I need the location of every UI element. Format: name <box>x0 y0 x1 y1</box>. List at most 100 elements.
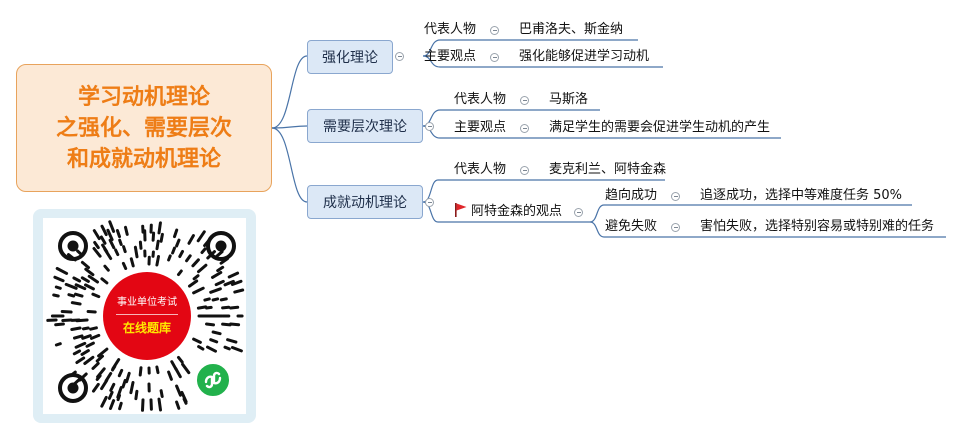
qr-code-stroke <box>211 297 220 302</box>
qr-code-stroke <box>175 238 181 248</box>
row-value[interactable]: 马斯洛 <box>549 92 589 107</box>
qr-code-stroke <box>138 240 143 250</box>
qr-code-stroke <box>178 250 184 258</box>
qr-code-stroke <box>99 235 107 245</box>
qr-code-stroke <box>134 389 139 401</box>
branch-reinforcement-theory[interactable]: 强化理论 <box>307 40 393 74</box>
row-value[interactable]: 追逐成功，选择中等难度任务 50% <box>700 188 903 203</box>
qr-code-stroke <box>91 292 101 299</box>
row-key[interactable]: 代表人物 <box>424 22 477 37</box>
qr-code-stroke <box>106 228 114 242</box>
qr-code-stroke <box>114 248 120 257</box>
qr-code-stroke <box>80 276 90 283</box>
qr-code-stroke <box>60 310 73 314</box>
qr-code-stroke <box>107 390 114 400</box>
branch-hierarchy-of-needs[interactable]: 需要层次理论 <box>307 109 423 143</box>
row-key[interactable]: 趋向成功 <box>605 188 658 203</box>
qr-code-card[interactable]: 事业单位考试 在线题库 <box>33 209 256 423</box>
branch-achievement-motivation[interactable]: 成就动机理论 <box>307 185 423 219</box>
qr-code-stroke <box>155 239 160 251</box>
qr-code-stroke <box>74 283 87 291</box>
row-key[interactable]: 代表人物 <box>454 92 507 107</box>
row-value[interactable]: 满足学生的需要会促进学生动机的产生 <box>549 120 771 135</box>
collapse-icon[interactable] <box>671 192 680 201</box>
collapse-icon[interactable] <box>425 198 434 207</box>
qr-code-stroke <box>205 305 213 310</box>
qr-center-badge: 事业单位考试 在线题库 <box>103 272 191 360</box>
qr-code-stroke <box>167 370 173 381</box>
collapse-icon[interactable] <box>490 53 499 62</box>
qr-code-stroke <box>61 318 73 322</box>
qr-code-stroke <box>205 322 215 327</box>
qr-code-stroke <box>70 326 82 331</box>
row-value[interactable]: 害怕失败，选择特别容易或特别难的任务 <box>700 219 935 234</box>
collapse-icon[interactable] <box>671 223 680 232</box>
qr-code-stroke <box>54 285 62 290</box>
qr-code-stroke <box>73 334 84 340</box>
qr-code-stroke <box>233 288 245 294</box>
qr-code-stroke <box>55 267 69 275</box>
central-topic-line: 之强化、需要层次 <box>55 115 232 141</box>
qr-code-stroke <box>109 382 116 392</box>
row-value[interactable]: 强化能够促进学习动机 <box>519 49 650 64</box>
qr-code-stroke <box>157 397 162 412</box>
qr-code-stroke <box>129 257 135 268</box>
qr-code-stroke <box>87 274 99 284</box>
qr-code-stroke <box>216 265 225 273</box>
qr-center-line1: 事业单位考试 <box>117 296 177 308</box>
collapse-icon[interactable] <box>520 96 529 105</box>
qr-center-line2: 在线题库 <box>122 320 171 335</box>
central-topic[interactable]: 学习动机理论 之强化、需要层次 和成就动机理论 <box>16 64 272 192</box>
central-topic-line: 和成就动机理论 <box>66 146 221 172</box>
qr-code-stroke <box>175 400 181 410</box>
qr-code-stroke <box>115 229 121 239</box>
qr-code-stroke <box>95 354 104 363</box>
row-value[interactable]: 巴甫洛夫、斯金纳 <box>519 22 624 37</box>
qr-code-stroke <box>92 247 102 258</box>
qr-code-stroke <box>84 283 95 291</box>
qr-code-stroke <box>100 277 109 285</box>
row-key[interactable]: 主要观点 <box>424 49 477 64</box>
qr-code-stroke <box>174 367 182 379</box>
flagged-topic[interactable]: 阿特金森的观点 <box>471 204 563 219</box>
qr-code-stroke <box>196 305 208 310</box>
qr-code-stroke <box>100 224 108 237</box>
qr-code[interactable]: 事业单位考试 在线题库 <box>43 218 246 414</box>
qr-code-stroke <box>116 393 121 402</box>
qr-code-stroke <box>118 401 123 411</box>
qr-code-stroke <box>177 269 183 277</box>
row-key[interactable]: 主要观点 <box>454 120 507 135</box>
collapse-icon[interactable] <box>520 166 529 175</box>
row-key[interactable]: 避免失败 <box>605 219 658 234</box>
qr-code-stroke <box>159 389 164 398</box>
qr-code-stroke <box>209 338 219 344</box>
qr-code-stroke <box>223 279 235 287</box>
qr-code-stroke <box>214 250 224 259</box>
qr-finder-ring <box>58 231 88 261</box>
qr-code-stroke <box>214 279 225 287</box>
qr-code-stroke <box>80 349 90 356</box>
row-value[interactable]: 麦克利兰、阿特金森 <box>549 162 667 177</box>
qr-code-stroke <box>92 229 101 241</box>
qr-code-stroke <box>157 221 162 235</box>
collapse-icon[interactable] <box>425 122 434 131</box>
qr-code-stroke <box>111 365 117 372</box>
qr-code-stroke <box>197 345 205 351</box>
qr-code-stroke <box>124 225 129 236</box>
qr-code-stroke <box>80 260 90 269</box>
qr-code-stroke <box>155 255 160 267</box>
qr-code-stroke <box>229 305 240 310</box>
qr-code-stroke <box>192 337 202 344</box>
collapse-icon[interactable] <box>490 26 499 35</box>
collapse-icon[interactable] <box>574 208 583 217</box>
qr-code-stroke <box>74 292 84 298</box>
qr-code-stroke <box>64 282 78 290</box>
wechat-mini-program-icon <box>195 362 231 398</box>
qr-code-stroke <box>196 230 206 243</box>
qr-code-stroke <box>72 349 82 356</box>
qr-finder-dot <box>215 240 227 252</box>
collapse-icon[interactable] <box>395 52 404 61</box>
qr-code-stroke <box>76 249 83 256</box>
collapse-icon[interactable] <box>520 124 529 133</box>
row-key[interactable]: 代表人物 <box>454 162 507 177</box>
